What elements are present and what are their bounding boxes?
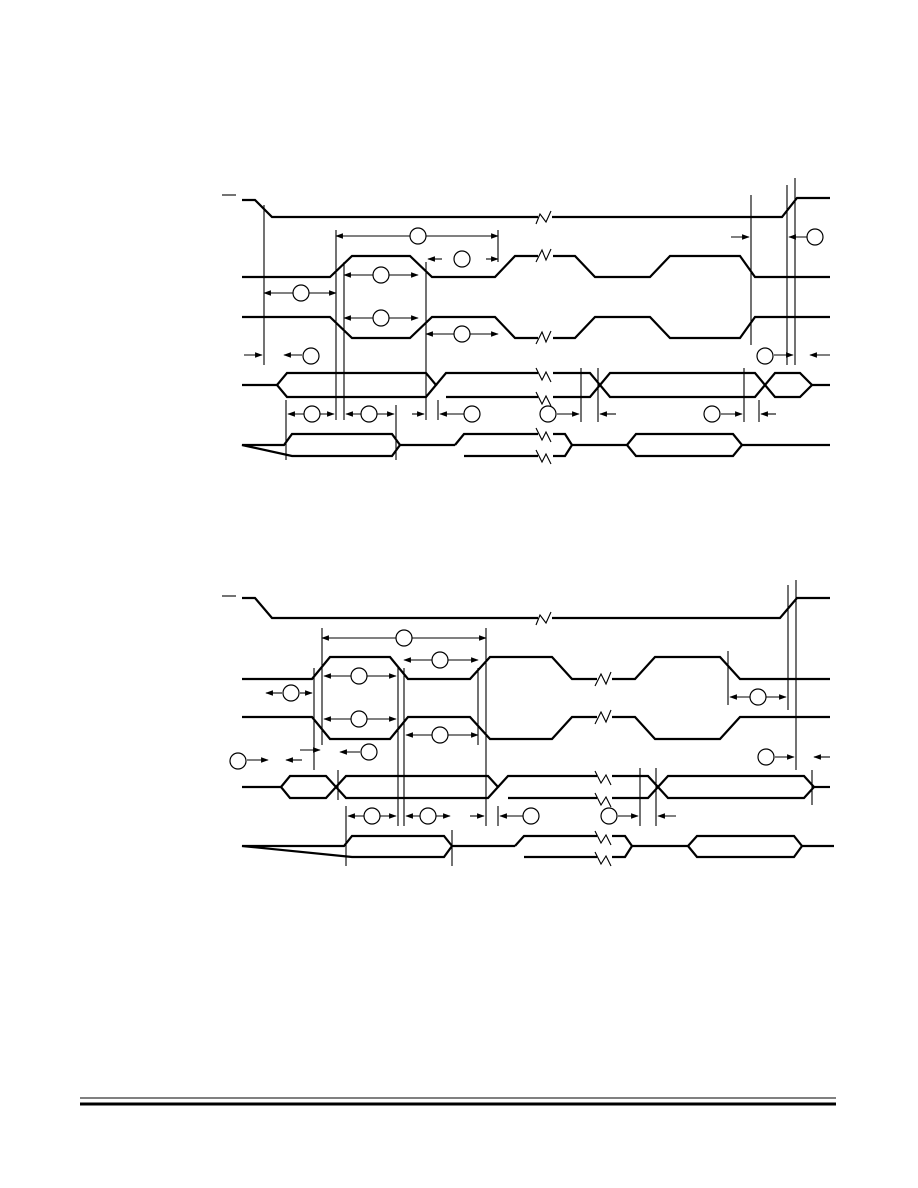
clock-a-waveform	[242, 655, 830, 681]
reference-lines	[313, 580, 813, 866]
break-mark	[535, 427, 552, 465]
timing-marker-circle	[756, 347, 774, 365]
timing-marker-circle	[395, 629, 413, 647]
timing-marker-circle	[453, 325, 471, 343]
reference-lines	[263, 178, 796, 460]
break-mark	[594, 830, 612, 867]
timing-diagram-1	[222, 178, 830, 465]
timing-marker-circle	[282, 684, 300, 702]
timing-marker-circle	[360, 743, 378, 761]
strobe-waveform	[242, 596, 830, 620]
clock-a-waveform	[242, 254, 830, 279]
timing-marker-circle	[806, 228, 824, 246]
timing-marker-circle	[372, 309, 390, 327]
timing-marker-circle	[360, 405, 378, 423]
timing-marker-circle	[463, 405, 481, 423]
timing-marker-circle	[749, 688, 767, 706]
timing-diagram-2	[222, 580, 834, 867]
timing-marker-circle	[431, 651, 449, 669]
break-mark	[594, 709, 612, 725]
timing-marker-circle	[757, 748, 775, 766]
timing-marker-circle	[453, 250, 471, 268]
timing-annotations	[244, 227, 830, 423]
timing-marker-circle	[350, 667, 368, 685]
bus-a-waveform	[242, 367, 830, 407]
break-mark	[594, 671, 612, 687]
timing-marker-circle	[372, 266, 390, 284]
timing-marker-circle	[522, 807, 540, 825]
clock-b-waveform	[242, 715, 830, 741]
bus-b-waveform	[241, 830, 834, 867]
timing-marker-circle	[363, 807, 381, 825]
timing-marker-circle	[292, 284, 310, 302]
timing-annotations	[229, 629, 830, 825]
timing-marker-circle	[409, 227, 427, 245]
timing-marker-circle	[703, 405, 721, 423]
timing-marker-circle	[350, 710, 368, 728]
timing-marker-circle	[600, 807, 618, 825]
break-mark	[535, 367, 552, 407]
timing-marker-circle	[539, 405, 557, 423]
timing-marker-circle	[302, 347, 320, 365]
break-mark	[535, 248, 552, 263]
bus-b-waveform	[241, 427, 830, 465]
strobe-waveform	[242, 196, 830, 219]
clock-b-waveform	[242, 315, 830, 340]
timing-marker-circle	[229, 752, 247, 770]
footer-rule	[80, 1097, 836, 1106]
timing-marker-circle	[419, 807, 437, 825]
break-mark	[594, 770, 612, 808]
break-mark	[535, 330, 552, 345]
timing-marker-circle	[431, 726, 449, 744]
timing-marker-circle	[303, 405, 321, 423]
break-mark	[535, 611, 552, 626]
break-mark	[535, 210, 552, 225]
bus-a-waveform	[242, 770, 830, 808]
